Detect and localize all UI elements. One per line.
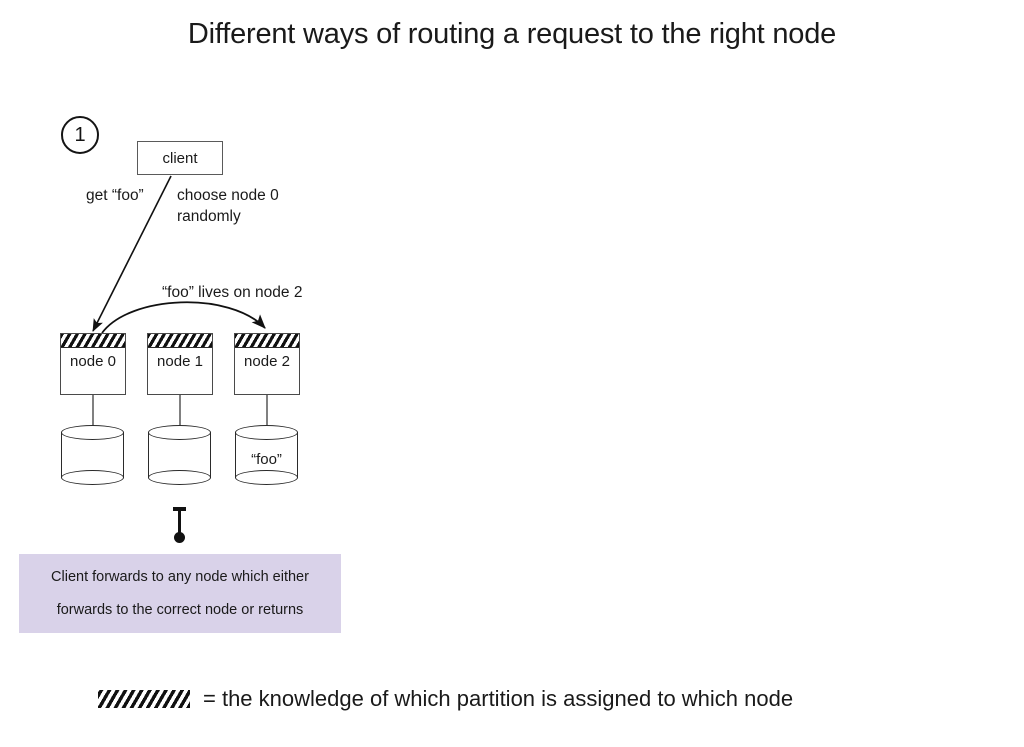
- text-cursor-icon: [172, 506, 188, 544]
- step-number-label: 1: [74, 124, 86, 146]
- client-box-label: client: [162, 149, 198, 167]
- cylinder-bottom: [148, 470, 211, 485]
- cylinder-bottom: [61, 470, 124, 485]
- cylinder-bottom: [235, 470, 298, 485]
- node-box-1: node 1: [147, 333, 213, 395]
- cylinder-top: [235, 425, 298, 440]
- foo-lives-on-node-label: “foo” lives on node 2: [162, 284, 303, 301]
- database-cylinder-0: [61, 425, 124, 485]
- database-cylinder-2: “foo”: [235, 425, 298, 485]
- legend: = the knowledge of which partition is as…: [98, 686, 793, 712]
- choose-node-label-line1: choose node 0: [177, 187, 279, 204]
- page-title: Different ways of routing a request to t…: [187, 18, 837, 50]
- get-foo-label: get “foo”: [86, 187, 144, 204]
- database-cylinder-1: [148, 425, 211, 485]
- callout-textbox[interactable]: Client forwards to any node which either…: [19, 554, 341, 633]
- client-box: client: [137, 141, 223, 175]
- partition-knowledge-hatch-icon: [148, 334, 212, 348]
- legend-hatch-icon: [98, 690, 190, 708]
- node-box-0-label: node 0: [70, 353, 116, 370]
- cylinder-top: [61, 425, 124, 440]
- node-box-1-label: node 1: [157, 353, 203, 370]
- partition-knowledge-hatch-icon: [235, 334, 299, 348]
- node-box-2-label: node 2: [244, 353, 290, 370]
- step-number-badge: 1: [61, 116, 99, 154]
- cylinder-top: [148, 425, 211, 440]
- callout-line-1: Client forwards to any node which either: [51, 568, 309, 585]
- text-cursor-dot: [174, 532, 185, 543]
- callout-line-2: forwards to the correct node or returns: [56, 602, 304, 619]
- choose-node-label-line2: randomly: [177, 207, 241, 225]
- choose-node-label: choose node 0 randomly: [177, 186, 279, 228]
- database-cylinder-2-label: “foo”: [251, 451, 282, 468]
- forward-arrow-node0-to-node2: [101, 301, 266, 334]
- node-box-2: node 2: [234, 333, 300, 395]
- legend-text: = the knowledge of which partition is as…: [203, 686, 794, 711]
- node-box-0: node 0: [60, 333, 126, 395]
- text-cursor-stem: [178, 509, 181, 536]
- partition-knowledge-hatch-icon: [61, 334, 125, 348]
